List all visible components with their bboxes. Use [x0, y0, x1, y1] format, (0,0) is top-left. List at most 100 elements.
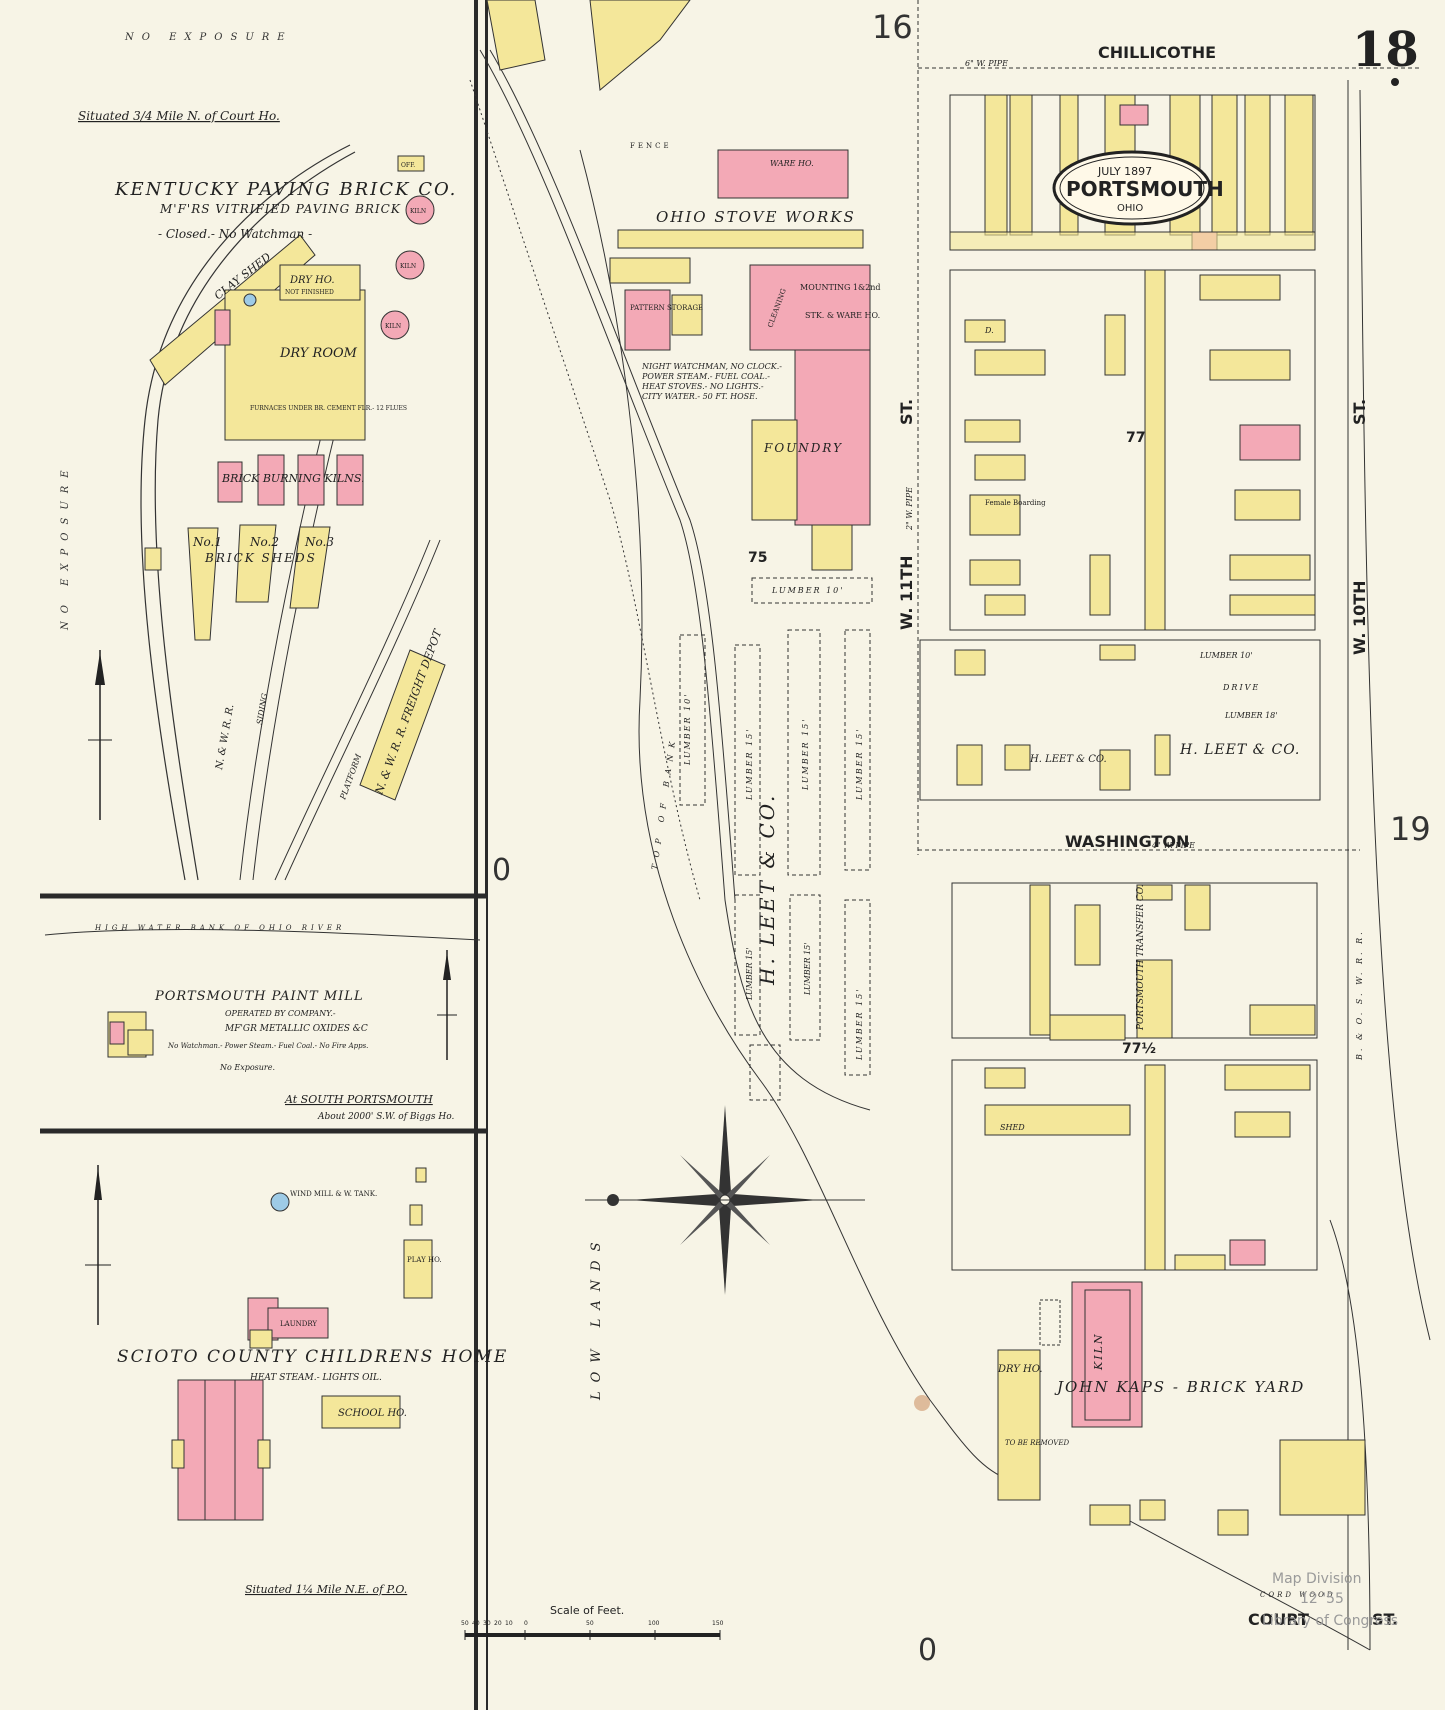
paint-mill-operated: OPERATED BY COMPANY.- — [225, 1009, 336, 1018]
lumber-label-f: LUMBER 15' — [803, 943, 812, 996]
kiln-label-2: KILN — [400, 263, 416, 270]
scale-tick: 10 — [505, 1620, 513, 1627]
kentucky-inset-drawing — [88, 144, 446, 881]
drive-label: DRIVE — [1222, 683, 1260, 692]
cartouche-city: PORTSMOUTH — [1066, 177, 1224, 201]
block-77: 77 — [1126, 430, 1145, 446]
street-washington: WASHINGTON — [1065, 832, 1189, 851]
kentucky-status: - Closed.- No Watchman - — [158, 227, 312, 241]
adjacent-sheet-bottom: 0 — [918, 1633, 937, 1668]
childrens-home-heat: HEAT STEAM.- LIGHTS OIL. — [249, 1373, 382, 1383]
wind-mill-label: WIND MILL & W. TANK. — [290, 1190, 377, 1198]
furnaces-note: FURNACES UNDER BR. CEMENT FLR.- 12 FLUES — [250, 405, 407, 412]
paint-mill-drawing — [44, 929, 481, 1060]
ohio-stove-works: OHIO STOVE WORKS — [656, 208, 856, 226]
paint-mill-product: MF'GR METALLIC OXIDES &C — [224, 1024, 368, 1034]
female-boarding-label: Female Boarding — [985, 499, 1046, 507]
kiln-main-label: KILN — [1092, 1333, 1105, 1372]
dry-ho-label: DRY HO. — [289, 275, 335, 286]
brick-sheds-label: BRICK SHEDS — [204, 551, 317, 565]
h-leet-small-label: H. LEET & CO. — [1029, 754, 1107, 765]
lumber-label-d: LUMBER 15' — [855, 728, 864, 801]
railroad-bo-label: B. & O. S. W. R. R. — [1355, 929, 1364, 1061]
lumber-10-label: LUMBER 10' — [771, 586, 844, 595]
scale-tick: 50 — [461, 1620, 469, 1627]
scale-bar — [464, 1630, 721, 1640]
no-exposure-left: NO EXPOSURE — [60, 462, 71, 631]
kentucky-office: OFF. — [401, 162, 415, 169]
block-77-half: 77½ — [1122, 1041, 1156, 1057]
high-water-label: HIGH WATER BANK OF OHIO RIVER — [94, 924, 345, 932]
stamp-line2: 12 '55 — [1300, 1591, 1344, 1607]
lumber-10-right: LUMBER 10' — [1199, 651, 1252, 660]
scale-label: Scale of Feet. — [550, 1604, 624, 1617]
kentucky-name: KENTUCKY PAVING BRICK CO. — [114, 179, 457, 200]
inset-frames — [40, 0, 488, 1710]
pipe-2-label: 2" W. PIPE — [905, 487, 914, 531]
lumber-label-c: LUMBER 15' — [801, 718, 810, 791]
street-chillicothe: CHILLICOTHE — [1098, 43, 1216, 62]
scale-tick: 50 — [586, 1620, 594, 1627]
stamp-line1: Map Division — [1272, 1571, 1361, 1587]
lumber-18-label: LUMBER 18' — [1224, 711, 1277, 720]
childrens-home-drawing — [85, 1165, 433, 1521]
kiln-label-1: KILN — [410, 208, 426, 215]
scale-tick: 20 — [494, 1620, 502, 1627]
street-w10: W. 10TH — [1350, 580, 1369, 655]
lumber-label-g: LUMBER 15' — [855, 988, 864, 1061]
stk-ware-ho-label: STK. & WARE HO. — [805, 311, 880, 320]
shed-label: SHED — [1000, 1123, 1025, 1132]
dry-room-label: DRY ROOM — [279, 346, 358, 361]
stamp-line3: Library of Congress — [1262, 1613, 1398, 1629]
cord-wood-label: CORD WOOD — [1260, 1591, 1336, 1599]
shed-no2: No.2 — [249, 535, 279, 549]
paint-mill-name: PORTSMOUTH PAINT MILL — [154, 989, 364, 1004]
stove-works-notes: NIGHT WATCHMAN, NO CLOCK.- POWER STEAM.-… — [642, 362, 782, 401]
lumber-label-a: LUMBER 10' — [683, 693, 692, 766]
childrens-home-situated: Situated 1¼ Mile N.E. of P.O. — [245, 1583, 407, 1596]
shed-no1: No.1 — [192, 535, 222, 549]
dwelling-label: D. — [984, 326, 994, 335]
foundry-label: FOUNDRY — [763, 441, 843, 455]
adjacent-sheet-left: 0 — [492, 853, 511, 888]
kentucky-product: M'F'RS VITRIFIED PAVING BRICK — [159, 202, 401, 216]
shed-no3: No.3 — [304, 535, 334, 549]
portsmouth-transfer-label: PORTSMOUTH TRANSFER CO. — [1136, 884, 1146, 1031]
block-75: 75 — [748, 550, 767, 566]
paper-stain — [914, 1395, 930, 1411]
john-kaps-label: JOHN KAPS - BRICK YARD — [1054, 1378, 1305, 1396]
scale-tick: 30 — [483, 1620, 491, 1627]
scale-tick: 100 — [648, 1620, 660, 1627]
adjacent-sheet-top: 16 — [872, 8, 913, 46]
laundry-label: LAUNDRY — [280, 1320, 317, 1328]
street-w11-st: ST. — [897, 399, 916, 425]
play-ho-label: PLAY HO. — [407, 1256, 442, 1264]
lumber-yards — [679, 577, 873, 1101]
childrens-home-name: SCIOTO COUNTY CHILDRENS HOME — [117, 1347, 508, 1367]
pipe-4-label: 4" W. PIPE — [1151, 841, 1195, 850]
scale-tick: 40 — [472, 1620, 480, 1627]
paint-mill-notes: No Watchman.- Power Steam.- Fuel Coal.- … — [167, 1042, 368, 1050]
scale-tick: 0 — [524, 1620, 528, 1627]
pattern-storage-label: PATTERN STORAGE — [630, 304, 703, 312]
sheet-number: 18 — [1352, 22, 1419, 78]
no-exposure-top: NO EXPOSURE — [124, 32, 293, 43]
h-leet-right-label: H. LEET & CO. — [1179, 742, 1300, 758]
adjacent-sheet-right: 19 — [1390, 810, 1431, 848]
mounting-label: MOUNTING 1&2nd — [800, 283, 881, 292]
compass-rose-icon — [585, 1105, 865, 1295]
ware-ho-label: WARE HO. — [770, 159, 814, 168]
dry-ho-main-label: DRY HO. — [997, 1364, 1043, 1375]
lumber-label-e: LUMBER 15' — [745, 948, 754, 1001]
scale-tick: 150 — [712, 1620, 724, 1627]
school-ho-label: SCHOOL HO. — [338, 1408, 407, 1419]
paint-mill-distance: About 2000' S.W. of Biggs Ho. — [317, 1112, 455, 1122]
kiln-label-3: KILN — [385, 323, 401, 330]
portsmouth-cartouche — [1052, 150, 1212, 226]
lumber-label-b: LUMBER 15' — [745, 728, 754, 801]
main-buildings — [486, 0, 1366, 1536]
pipe-6-label: 6" W. PIPE — [965, 59, 1008, 68]
scale-ticks: 50 40 30 20 10 0 50 100 150 — [461, 1620, 724, 1627]
cartouche-state: OHIO — [1117, 203, 1143, 214]
